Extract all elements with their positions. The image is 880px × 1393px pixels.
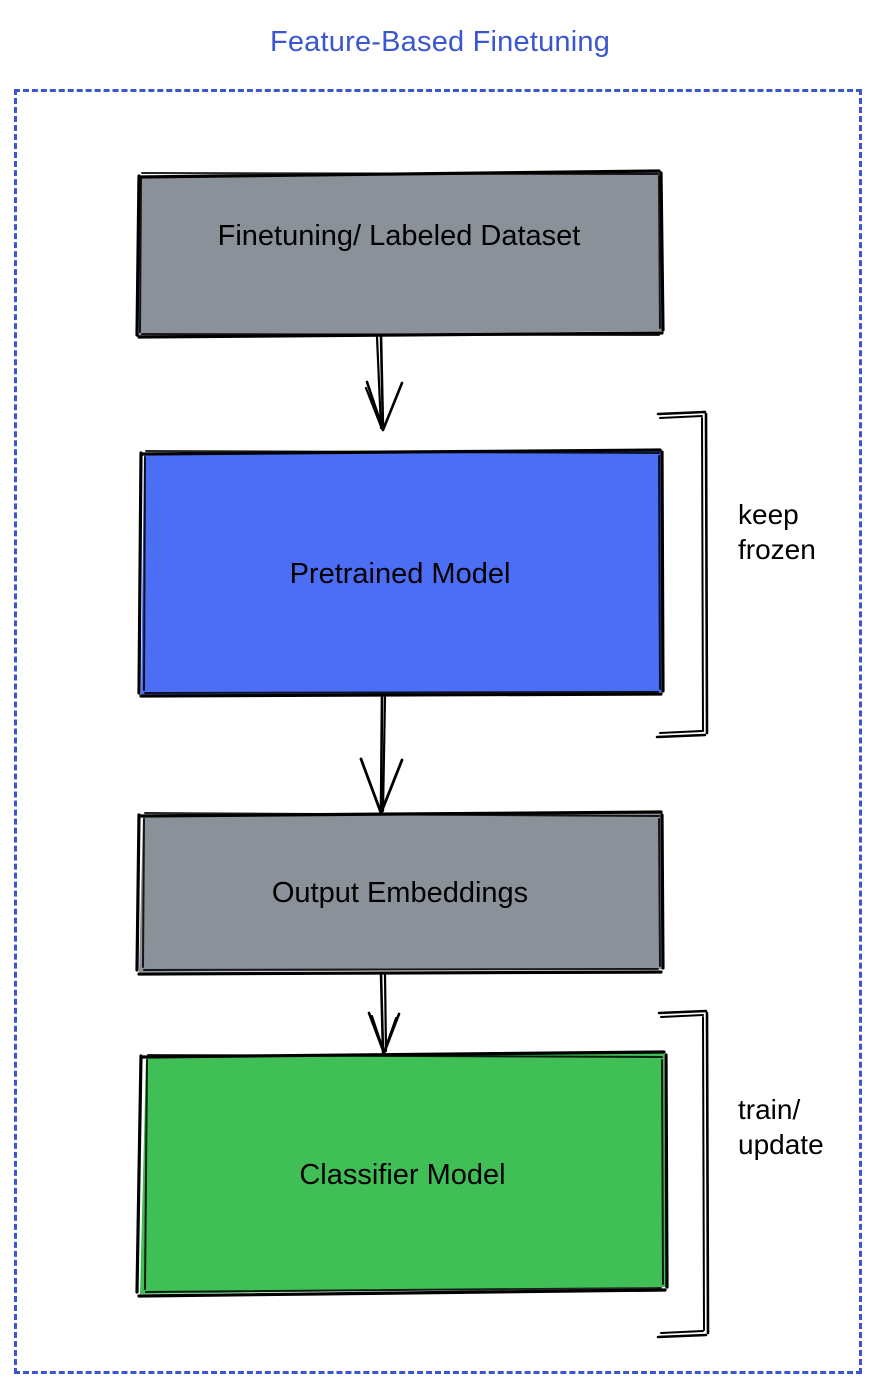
edge-shaft-second-pass (381, 695, 387, 813)
node-classifier-label: Classifier Model (299, 1159, 506, 1191)
annotation-keep-frozen-label: keep frozen (738, 497, 816, 567)
edge-shaft (379, 972, 385, 1054)
node-pretrained-fill (141, 450, 662, 695)
annotation-train-update-line2: update (738, 1129, 824, 1160)
node-embeddings-outline-second-pass (142, 812, 661, 971)
node-embeddings[interactable] (135, 810, 665, 976)
node-dataset-outline-second-pass (139, 172, 661, 336)
page-title: Feature-Based Finetuning (269, 26, 611, 58)
edge-arrowhead-second-pass (364, 386, 384, 431)
edge-dataset-to-pretrained (364, 334, 404, 432)
edge-embeddings-to-classifier (367, 972, 401, 1055)
node-pretrained-label: Pretrained Model (289, 558, 511, 590)
node-classifier-fill (140, 1053, 666, 1294)
edge-shaft-second-pass (375, 335, 383, 430)
bracket-train-update (656, 1009, 710, 1339)
node-dataset-fill (137, 172, 662, 336)
edge-arrowhead (365, 380, 404, 432)
edge-arrowhead (367, 1011, 401, 1055)
bracket-train-update-stroke (656, 1009, 710, 1339)
node-classifier[interactable] (135, 1050, 669, 1298)
bracket-keep-frozen (655, 410, 709, 739)
edge-pretrained-to-embeddings (359, 694, 404, 815)
edge-shaft-second-pass (383, 972, 388, 1053)
bracket-train-update-second-pass (660, 1014, 705, 1334)
annotation-train-update-line1: train/ (738, 1094, 801, 1125)
edge-shaft (379, 334, 385, 431)
annotation-keep-frozen-line1: keep (738, 499, 799, 530)
node-dataset[interactable] (135, 169, 665, 339)
node-classifier-outline (135, 1050, 669, 1298)
bracket-keep-frozen-stroke (655, 410, 709, 739)
annotation-train-update-label: train/update (738, 1092, 824, 1162)
edge-arrowhead-second-pass (371, 1015, 397, 1053)
node-classifier-outline-second-pass (144, 1054, 664, 1293)
node-pretrained-outline-second-pass (143, 450, 661, 694)
edge-shaft (379, 694, 384, 814)
node-dataset-label: Finetuning/ Labeled Dataset (217, 220, 581, 252)
node-pretrained[interactable] (137, 448, 665, 698)
annotation-keep-frozen-line2: frozen (738, 534, 816, 565)
bracket-keep-frozen-second-pass (659, 415, 704, 734)
node-embeddings-fill (139, 813, 662, 972)
node-embeddings-label: Output Embeddings (271, 877, 529, 909)
